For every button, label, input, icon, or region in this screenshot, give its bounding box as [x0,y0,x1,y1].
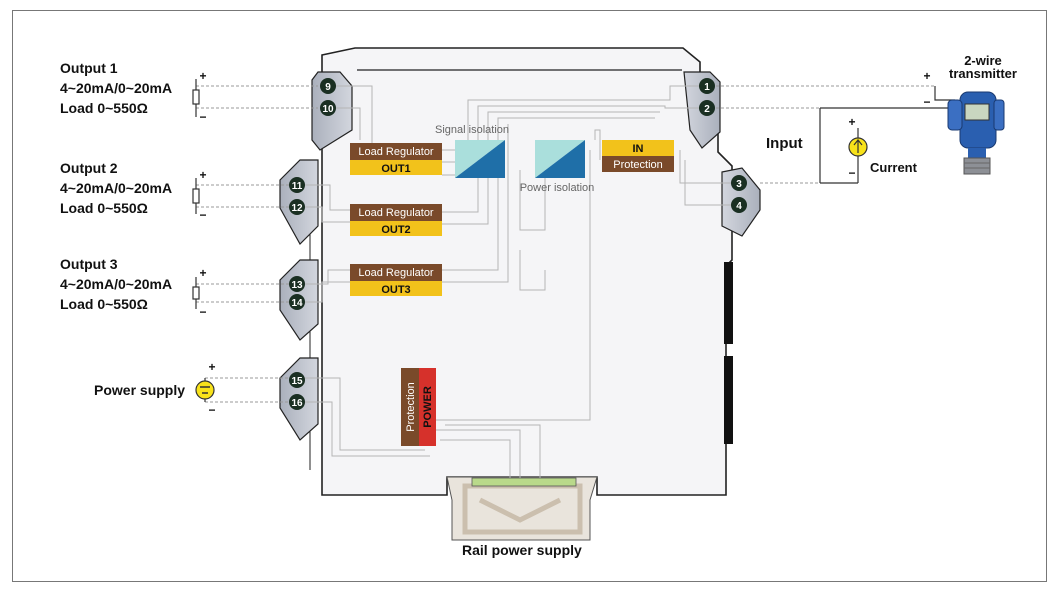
transmitter-icon [947,91,1005,175]
terminal-13 [289,276,305,292]
svg-text:+: + [199,69,206,83]
load-regulator-3 [350,264,442,296]
svg-text:+: + [208,360,215,374]
output-1-range: 4~20mA/0~20mA [60,80,173,96]
terminal-3 [731,175,747,191]
terminal-14 [289,294,305,310]
output-2-label: Output 2 4~20mA/0~20mA Load 0~550Ω [60,158,172,218]
terminal-11 [289,177,305,193]
svg-text:+: + [199,266,206,280]
internal-wires [300,85,740,478]
terminal-12 [289,199,305,215]
load-regulator-2-label: Load Regulator [358,207,434,219]
svg-text:9: 9 [325,82,331,93]
terminals [289,78,747,410]
input-protection-block [602,140,674,172]
terminal-2 [699,100,715,116]
svg-text:−: − [199,110,206,124]
terminal-numbers: 9 10 11 12 13 14 15 16 1 2 3 4 [291,82,742,409]
power-isolation-icon [535,140,585,178]
output-2-title: Output 2 [60,160,118,176]
svg-text:−: − [199,208,206,222]
power-label: POWER [422,386,434,428]
power-supply-icon [195,380,215,400]
in-label: IN [633,143,644,155]
svg-text:3: 3 [736,179,742,190]
svg-text:10: 10 [322,104,334,115]
diagram-frame [12,10,1047,582]
svg-text:4: 4 [736,201,742,212]
svg-text:+: + [199,168,206,182]
load-resistors [192,89,200,300]
svg-text:16: 16 [291,398,303,409]
output-1-title: Output 1 [60,60,118,76]
current-label: Current [870,160,917,175]
out3-label: OUT3 [381,284,410,296]
signal-isolation-label: Signal isolation [435,124,509,136]
svg-text:2: 2 [704,104,710,115]
svg-text:11: 11 [292,181,303,192]
svg-text:−: − [848,166,855,180]
protection-label: Protection [613,159,663,171]
output-3-load: Load 0~550Ω [60,296,148,312]
terminal-16 [289,394,305,410]
load-regulator-3-label: Load Regulator [358,267,434,279]
terminal-15 [289,372,305,388]
output-2-load: Load 0~550Ω [60,200,148,216]
load-regulator-1-label: Load Regulator [358,146,434,158]
current-source-icon [848,137,868,157]
svg-text:13: 13 [291,280,303,291]
terminal-10 [320,100,336,116]
external-wires [196,85,935,403]
out1-label: OUT1 [381,163,410,175]
svg-text:12: 12 [291,203,303,214]
svg-text:15: 15 [291,376,303,387]
svg-text:−: − [208,403,215,417]
output-2-range: 4~20mA/0~20mA [60,180,173,196]
terminal-1 [699,78,715,94]
svg-text:1: 1 [704,82,710,93]
output-1-load: Load 0~550Ω [60,100,148,116]
svg-text:−: − [923,95,930,109]
load-regulator-1 [350,143,442,175]
output-1-label: Output 1 4~20mA/0~20mA Load 0~550Ω [60,58,172,118]
terminal-9 [320,78,336,94]
signal-isolation-icon [455,140,505,178]
power-isolation-label: Power isolation [520,182,595,194]
input-label: Input [766,135,803,152]
polarity-marks: + − + − + − + − + − + − [199,69,930,417]
transmitter-label: 2-wire transmitter [949,53,1017,81]
load-regulator-2 [350,204,442,236]
block-labels: Load Regulator OUT1 Load Regulator OUT2 … [358,124,662,432]
power-supply-label: Power supply [94,382,186,398]
power-protection-block [401,368,436,446]
out2-label: OUT2 [381,224,410,236]
power-protection-label: Protection [405,382,417,432]
output-3-label: Output 3 4~20mA/0~20mA Load 0~550Ω [60,254,172,314]
terminal-4 [731,197,747,213]
svg-text:14: 14 [291,298,303,309]
output-3-title: Output 3 [60,256,118,272]
svg-text:+: + [848,115,855,129]
rail-power-supply-label: Rail power supply [462,542,582,558]
output-3-range: 4~20mA/0~20mA [60,276,173,292]
svg-text:−: − [199,305,206,319]
svg-text:+: + [923,69,930,83]
